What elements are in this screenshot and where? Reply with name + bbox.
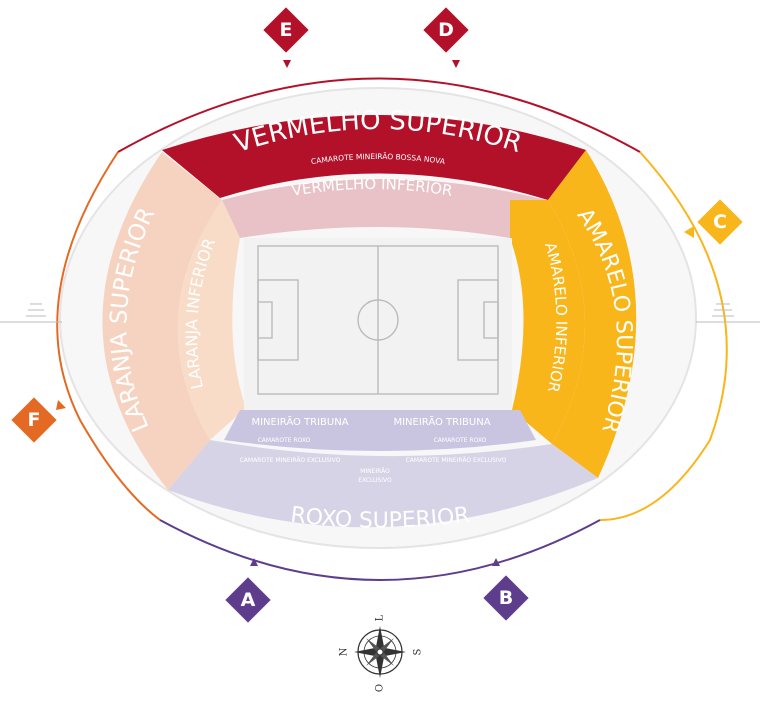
- outer-ring: [56, 77, 728, 581]
- ring-segment-yellow: [599, 151, 728, 521]
- mineirao-exclusivo-line1: MINEIRÃO: [360, 468, 390, 475]
- gate-e-marker-icon: [283, 60, 291, 68]
- ring-segment-orange: [56, 151, 161, 521]
- gate-b-label: B: [499, 587, 513, 609]
- camarote-exclusivo-right-label: CAMAROTE MINEIRÃO EXCLUSIVO: [406, 457, 507, 464]
- gate-d-marker-icon: [452, 60, 460, 68]
- football-pitch: [244, 238, 512, 410]
- compass-south-label: S: [413, 648, 424, 655]
- side-marker-right: [696, 303, 760, 323]
- gate-e-label: E: [280, 19, 293, 41]
- compass-east-label: L: [375, 614, 386, 621]
- compass-west-label: O: [375, 684, 386, 692]
- camarote-roxo-right-label: CAMAROTE ROXO: [434, 437, 487, 444]
- ring-segment-red: [117, 77, 641, 153]
- gate-f-label: F: [28, 409, 41, 431]
- gate-c-label: C: [713, 211, 727, 233]
- gate-c-marker-icon: [684, 226, 694, 238]
- compass-north-label: N: [339, 647, 350, 656]
- compass-rose-icon: [354, 626, 406, 678]
- mineirao-tribuna-right-label: MINEIRÃO TRIBUNA: [393, 415, 490, 428]
- sector-amarelo-inferior[interactable]: [510, 200, 586, 444]
- camarote-exclusivo-left-label: CAMAROTE MINEIRÃO EXCLUSIVO: [240, 457, 341, 464]
- sector-laranja-superior[interactable]: [102, 152, 222, 490]
- gate-a-marker-icon: [250, 558, 258, 566]
- camarote-roxo-left-label: CAMAROTE ROXO: [258, 437, 311, 444]
- gate-b-marker-icon: [492, 558, 500, 566]
- gate-f-marker-icon: [56, 400, 66, 410]
- gate-a-label: A: [241, 589, 256, 611]
- sector-vermelho-inferior[interactable]: [222, 179, 546, 238]
- sector-laranja-inferior[interactable]: [177, 200, 246, 440]
- mineirao-tribuna-left-label: MINEIRÃO TRIBUNA: [251, 415, 348, 428]
- gate-d-label: D: [438, 19, 454, 41]
- ring-segment-purple: [159, 519, 601, 581]
- sector-mineirao-tribuna[interactable]: [224, 410, 536, 451]
- sector-amarelo-superior[interactable]: [548, 150, 637, 478]
- side-marker-left: [0, 303, 62, 323]
- sector-vermelho-superior[interactable]: [162, 115, 586, 200]
- mineirao-exclusivo-line2: EXCLUSIVO: [358, 477, 392, 484]
- sector-roxo-superior[interactable]: [168, 440, 598, 528]
